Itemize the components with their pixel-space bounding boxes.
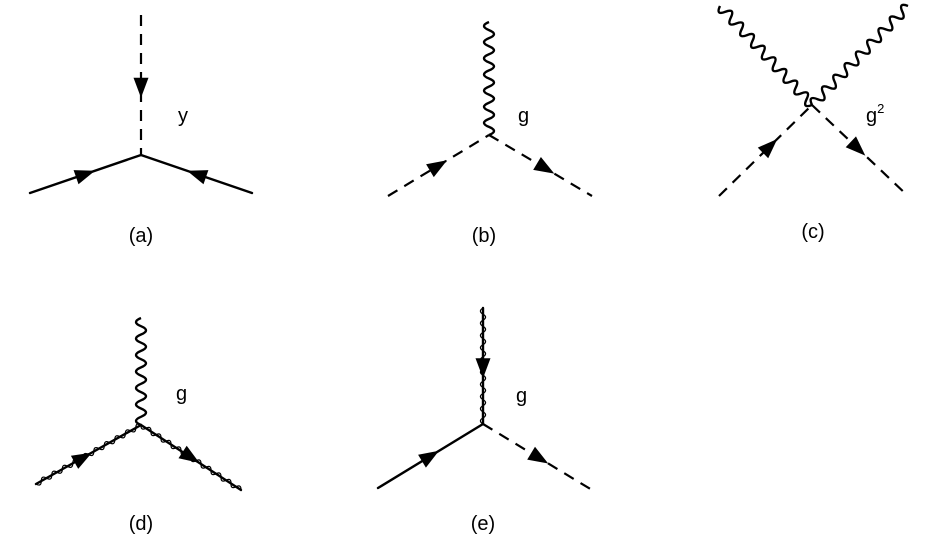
coupling-label: g [176,383,187,405]
arrow-right [426,160,448,178]
coupling-label: g [516,385,527,407]
arrow-right [527,446,549,464]
coupling-label: g [518,105,529,127]
gauge-wavy-line [134,316,148,427]
arrow-right [70,452,92,469]
diagram-a: y (a) [28,15,254,247]
coupling-label: g2 [866,101,884,127]
diagram-e: g (e) [376,306,593,535]
diagram-label: (e) [471,513,495,535]
arrow-left [187,170,209,185]
diagram-label: (c) [801,221,824,243]
arrow-down [133,77,149,98]
arrow-right [845,136,866,156]
arrow-right [418,450,439,468]
diagram-b: g (b) [387,20,593,247]
coupling-label: y [178,105,188,127]
diagram-d: g (d) [34,316,243,535]
diagram-label: (b) [472,225,496,247]
arrow-right [757,139,778,159]
coupling-base: g [866,105,877,127]
diagram-label: (d) [129,513,153,535]
arrow-right [533,157,555,174]
gauge-wavy-line [482,20,496,137]
gauge-wavy-line-right [809,3,909,106]
diagram-c: g2 (c) [717,3,909,243]
diagram-label: (a) [129,225,153,247]
arrow-right [178,445,200,463]
arrow-right [73,170,95,185]
gauge-wavy-line-left [717,5,813,108]
arrow-down [475,358,491,379]
coupling-superscript: 2 [877,101,884,116]
